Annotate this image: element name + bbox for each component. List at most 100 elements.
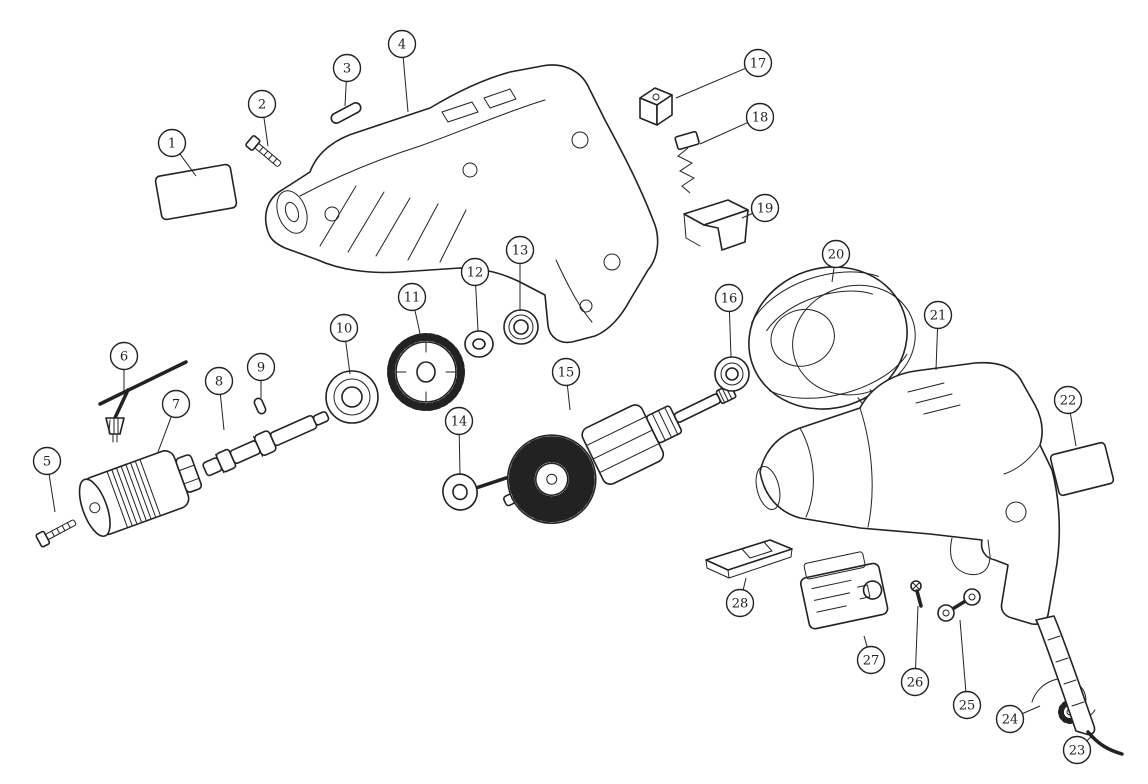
- callout-2: 2: [247, 89, 277, 147]
- spindle-shaft: [202, 411, 330, 477]
- callout-balloon-28: [725, 588, 755, 618]
- armature-shaft-stub: [475, 474, 513, 490]
- callout-balloon-25: [952, 690, 982, 720]
- callout-balloon-26: [900, 667, 930, 697]
- power-cord: [1035, 615, 1124, 756]
- brush-bracket: [683, 199, 749, 251]
- callout-12: 12: [460, 257, 490, 332]
- callout-leader-1: [179, 153, 197, 177]
- callout-number-17: 17: [750, 57, 767, 72]
- callout-number-20: 20: [828, 248, 845, 263]
- link-lever: [937, 588, 981, 622]
- callout-balloon-6: [109, 341, 139, 371]
- callout-number-25: 25: [959, 699, 976, 714]
- brush-holder: [639, 87, 673, 126]
- callout-leader-21: [935, 328, 939, 371]
- callout-balloon-23: [1062, 735, 1092, 765]
- callout-balloon-24: [995, 704, 1025, 734]
- washer-14: [442, 473, 478, 511]
- callout-number-26: 26: [907, 676, 924, 691]
- callout-24: 24: [995, 704, 1041, 734]
- callout-balloon-16: [714, 283, 744, 313]
- callout-balloon-1: [157, 128, 187, 158]
- callout-21: 21: [923, 300, 953, 371]
- callout-balloon-7: [161, 389, 191, 419]
- callout-balloon-22: [1053, 385, 1083, 415]
- callout-number-13: 13: [512, 244, 529, 259]
- pin-3: [330, 102, 362, 124]
- callout-balloon-9: [246, 352, 276, 382]
- callout-balloon-27: [856, 645, 886, 675]
- callout-number-18: 18: [752, 111, 769, 126]
- callout-number-3: 3: [343, 62, 351, 77]
- callout-6: 6: [109, 341, 139, 392]
- armature-rotor: [503, 384, 737, 525]
- callout-leader-2: [263, 117, 269, 147]
- callout-number-2: 2: [258, 98, 266, 113]
- callout-number-6: 6: [120, 350, 128, 365]
- callout-balloon-2: [247, 89, 277, 119]
- washer-12: [464, 330, 494, 358]
- callout-20: 20: [821, 239, 851, 283]
- gear: [387, 333, 465, 411]
- callout-26: 26: [900, 605, 930, 697]
- callout-leader-20: [831, 267, 835, 283]
- callout-23: 23: [1062, 735, 1093, 765]
- bearing-10: [325, 370, 379, 424]
- callout-number-16: 16: [721, 292, 738, 307]
- nameplate-right: [1049, 441, 1115, 497]
- callout-leader-11: [414, 310, 422, 339]
- screw-5: [35, 519, 77, 548]
- callout-leader-8: [219, 394, 225, 431]
- callout-16: 16: [714, 283, 744, 358]
- callout-leader-25: [959, 619, 967, 692]
- callout-number-28: 28: [732, 597, 749, 612]
- callout-balloon-5: [32, 446, 62, 476]
- screw-2: [245, 135, 282, 167]
- callout-22: 22: [1053, 385, 1083, 447]
- callout-number-5: 5: [43, 455, 51, 470]
- callout-1: 1: [157, 128, 197, 177]
- callout-8: 8: [204, 366, 234, 431]
- callout-leader-10: [345, 341, 351, 375]
- callout-number-4: 4: [398, 38, 406, 53]
- callout-15: 15: [551, 357, 581, 411]
- callout-leader-26: [915, 605, 919, 669]
- callout-balloon-14: [444, 406, 474, 436]
- callout-number-10: 10: [336, 322, 353, 337]
- chuck-key: [98, 360, 188, 443]
- callout-11: 11: [397, 282, 427, 339]
- callout-balloon-20: [821, 239, 851, 269]
- callout-14: 14: [444, 406, 474, 476]
- callout-balloon-12: [460, 257, 490, 287]
- stator-field-coil: [748, 266, 916, 414]
- callout-number-1: 1: [168, 137, 176, 152]
- left-housing-half: [264, 64, 659, 344]
- chuck: [78, 450, 203, 538]
- callout-10: 10: [329, 313, 359, 375]
- nameplate: [154, 163, 238, 221]
- callout-leader-28: [742, 577, 747, 590]
- callout-layer: 1234567891011121314151617181920212223242…: [32, 29, 1093, 765]
- callout-leader-17: [675, 67, 746, 99]
- callout-leader-27: [863, 635, 868, 648]
- callout-19: 19: [741, 193, 780, 223]
- callout-leader-7: [157, 416, 172, 453]
- callout-leader-16: [728, 311, 732, 358]
- callout-number-11: 11: [404, 291, 421, 306]
- callout-number-14: 14: [451, 415, 468, 430]
- callout-balloon-11: [397, 282, 427, 312]
- callout-number-7: 7: [172, 398, 180, 413]
- switch-slider: [705, 539, 793, 579]
- pin-9: [253, 397, 267, 415]
- carbon-brush: [674, 130, 700, 194]
- callout-number-8: 8: [215, 375, 223, 390]
- callout-leader-14: [458, 434, 461, 476]
- callout-balloon-13: [505, 235, 535, 265]
- callout-balloon-15: [551, 357, 581, 387]
- callout-27: 27: [856, 635, 886, 675]
- callout-balloon-10: [329, 313, 359, 343]
- callout-balloon-18: [745, 102, 775, 132]
- callout-5: 5: [32, 446, 62, 513]
